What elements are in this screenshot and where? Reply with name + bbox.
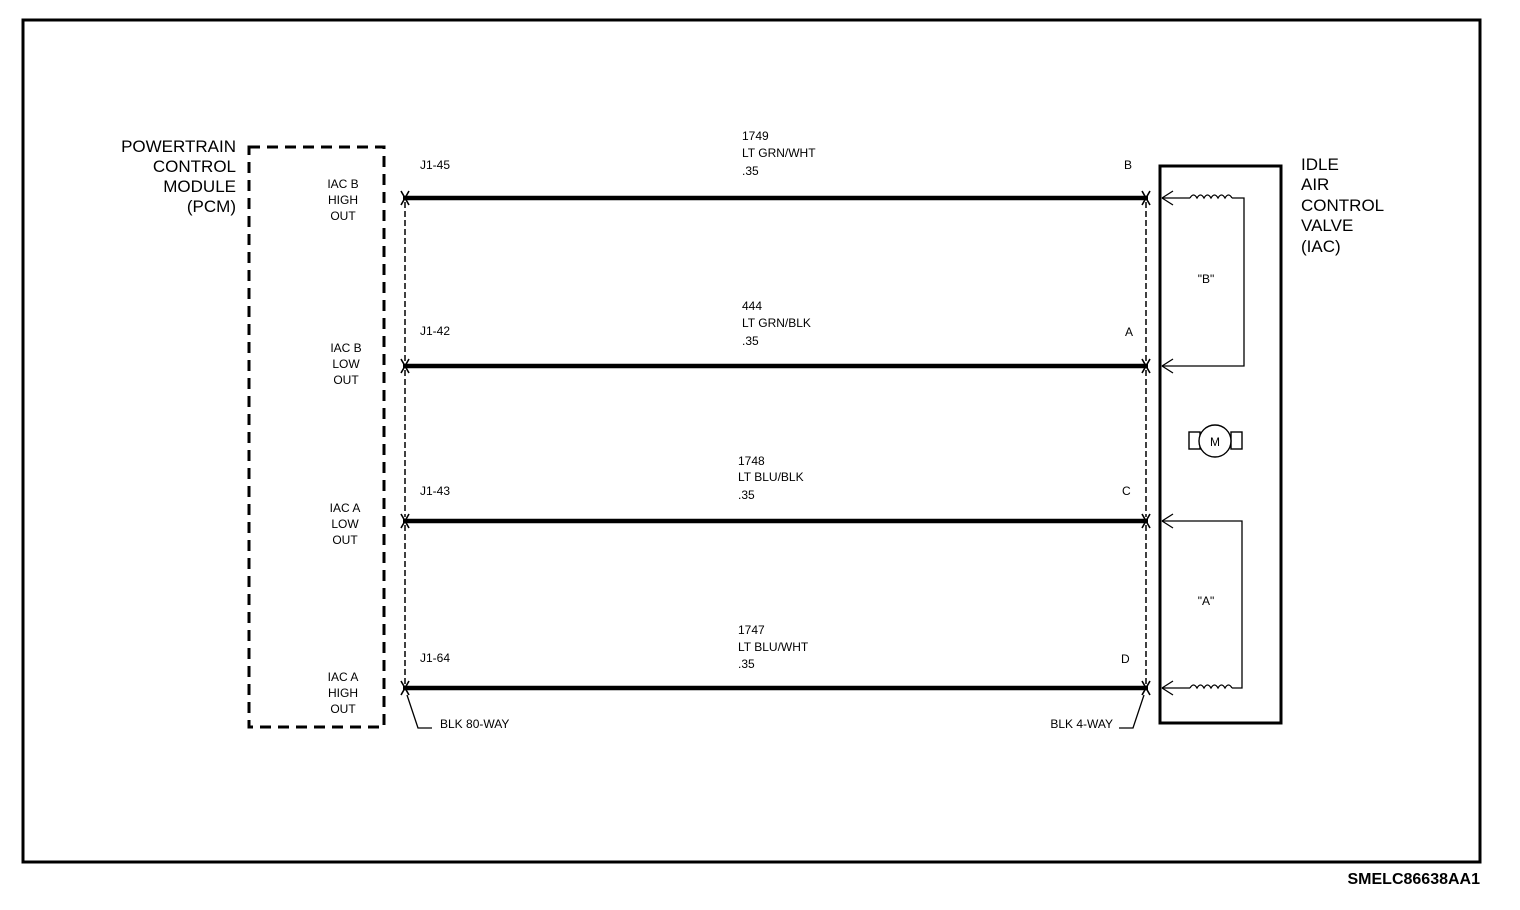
coil-b (1161, 190, 1245, 374)
iac-connector-label: BLK 4-WAY (1050, 717, 1113, 731)
pcm-pin-label: IAC A (330, 501, 361, 515)
pcm-pin-label: OUT (330, 209, 356, 223)
iac-pin-id: C (1122, 484, 1131, 498)
connector-bodies (404, 202, 1147, 684)
circuit-number: 1749 (742, 129, 769, 143)
pcm-connector-label: BLK 80-WAY (440, 717, 509, 731)
pcm-pin-label: IAC B (330, 341, 361, 355)
wire-gauge: .35 (738, 488, 755, 502)
iac-pin-id: B (1124, 158, 1132, 172)
pcm-pin-id: J1-45 (420, 158, 450, 172)
coil-b-label: "B" (1198, 272, 1215, 286)
wire-color: LT GRN/BLK (742, 316, 811, 330)
pcm-pin-label: IAC A (328, 670, 359, 684)
pcm-pin-label: LOW (331, 517, 359, 531)
wire-color: LT GRN/WHT (742, 146, 816, 160)
pcm-pin-id: J1-43 (420, 484, 450, 498)
wire-gauge: .35 (738, 657, 755, 671)
pcm-title: POWERTRAIN CONTROL MODULE (PCM) (121, 137, 236, 216)
terminal-marks (400, 190, 1151, 696)
circuit-number: 444 (742, 299, 762, 313)
wires (403, 195, 1148, 691)
connector-callouts: BLK 80-WAY BLK 4-WAY (406, 694, 1145, 731)
circuit-number: 1748 (738, 454, 765, 468)
wire-labels: J1-45 1749 LT GRN/WHT .35 B J1-42 444 LT… (420, 129, 1133, 671)
diagram-frame (21, 18, 1482, 864)
pcm-title-line: MODULE (163, 177, 236, 196)
wire-gauge: .35 (742, 164, 759, 178)
pcm-pin-label: IAC B (327, 177, 358, 191)
pcm-pin-label: OUT (330, 702, 356, 716)
wire-color: LT BLU/BLK (738, 470, 804, 484)
wire-gauge: .35 (742, 334, 759, 348)
pcm-pin-label: OUT (333, 373, 359, 387)
figure-code: SMELC86638AA1 (1348, 871, 1481, 888)
pcm-pin-id: J1-42 (420, 324, 450, 338)
iac-title-line: (IAC) (1301, 237, 1341, 256)
circuit-number: 1747 (738, 623, 765, 637)
pcm-pin-id: J1-64 (420, 651, 450, 665)
pcm-box (247, 145, 386, 729)
iac-title-line: VALVE (1301, 216, 1353, 235)
iac-title-line: CONTROL (1301, 196, 1384, 215)
pcm-pin-label: HIGH (328, 686, 358, 700)
pcm-title-line: POWERTRAIN (121, 137, 236, 156)
pcm-title-line: CONTROL (153, 157, 236, 176)
coil-a (1161, 513, 1243, 696)
iac-pin-id: A (1125, 325, 1133, 339)
iac-title: IDLE AIR CONTROL VALVE (IAC) (1301, 155, 1384, 256)
iac-title-line: AIR (1301, 175, 1329, 194)
pcm-title-line: (PCM) (187, 197, 236, 216)
pcm-pin-labels: IAC B HIGH OUT IAC B LOW OUT IAC A LOW O… (327, 177, 361, 716)
motor-label: M (1210, 435, 1220, 449)
pcm-pin-label: LOW (332, 357, 360, 371)
iac-pin-id: D (1121, 652, 1130, 666)
coil-a-label: "A" (1198, 594, 1215, 608)
iac-box (1158, 164, 1283, 725)
pcm-pin-label: HIGH (328, 193, 358, 207)
wire-color: LT BLU/WHT (738, 640, 809, 654)
motor-icon (1188, 424, 1243, 458)
pcm-pin-label: OUT (332, 533, 358, 547)
iac-title-line: IDLE (1301, 155, 1339, 174)
